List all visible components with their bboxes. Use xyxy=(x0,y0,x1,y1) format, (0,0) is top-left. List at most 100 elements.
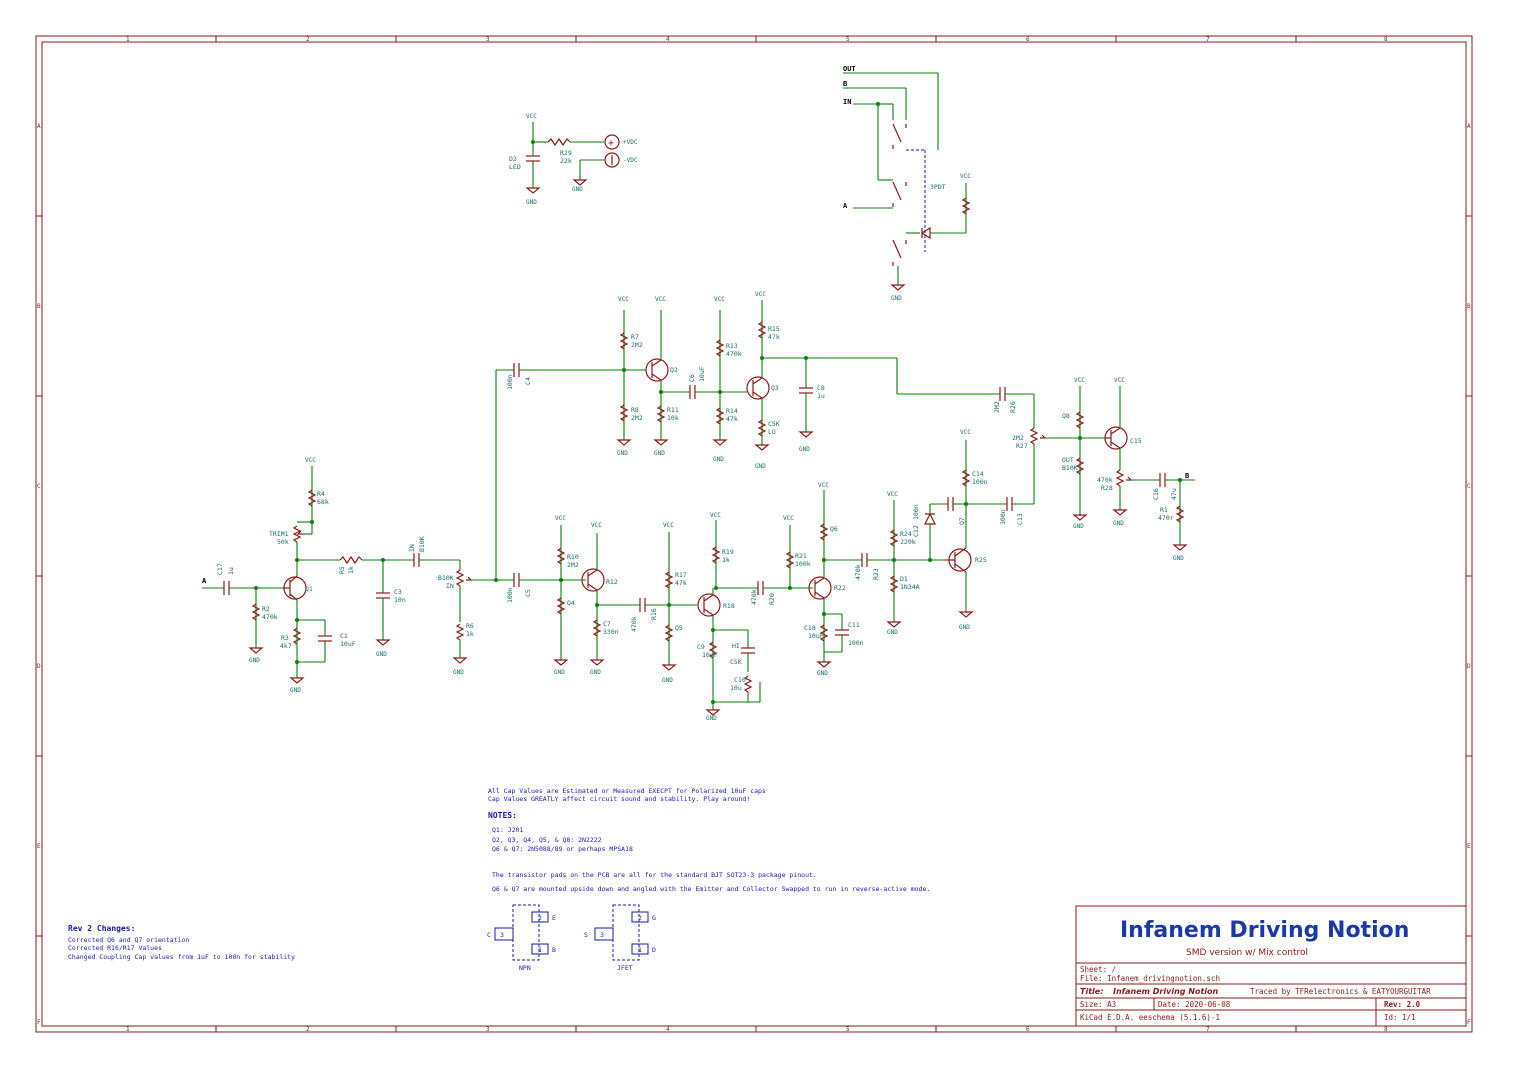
schematic-label: VCC xyxy=(305,457,316,464)
schematic-label: 10u xyxy=(730,684,742,692)
schematic-label: 5 xyxy=(846,36,850,43)
schematic-label: 7 xyxy=(1206,1026,1210,1033)
schematic-label: 470k xyxy=(1097,476,1113,484)
schematic-label: F xyxy=(37,1019,41,1026)
schematic-label: 100n xyxy=(972,478,988,486)
schematic-label: C5K xyxy=(768,420,780,428)
schematic-label: GND xyxy=(706,715,717,722)
schematic-label: C11 xyxy=(848,621,860,629)
schematic-label: 5 xyxy=(846,1026,850,1033)
schematic-label: C15 xyxy=(1130,437,1142,445)
schematic-label: 47k xyxy=(726,415,738,423)
schematic-label: Traced by TFRelectronics & EATYOURGUITAR xyxy=(1250,987,1431,996)
schematic-label: GND xyxy=(891,295,902,302)
schematic-label: E xyxy=(37,843,41,850)
schematic-label: 10uF xyxy=(808,632,824,640)
schematic-label: A xyxy=(37,123,41,130)
project-title: Infanem Driving Notion xyxy=(1120,918,1409,943)
schematic-label: 4 xyxy=(666,36,670,43)
schematic-label: E xyxy=(552,914,556,922)
schematic-label: R24 xyxy=(900,530,912,538)
schematic-label: D1 xyxy=(900,575,908,583)
schematic-label: GND xyxy=(1173,555,1184,562)
schematic-label: C10 xyxy=(734,676,746,684)
row-labels: A B C D E F A B C D E F xyxy=(37,123,1471,1026)
schematic-label: GND xyxy=(817,670,828,677)
schematic-label: Rev 2 Changes: xyxy=(68,924,135,933)
schematic-label: GND xyxy=(755,463,766,470)
schematic-label: 2M2 xyxy=(993,401,1001,413)
schematic-label: 3 xyxy=(486,36,490,43)
schematic-label: 3PDT xyxy=(930,183,946,191)
schematic-label: 1 xyxy=(638,946,642,954)
schematic-label: R25 xyxy=(975,556,987,564)
schematic-label: 1k xyxy=(347,566,355,574)
schematic-label: 7 xyxy=(1206,36,1210,43)
schematic-label: R18 xyxy=(723,602,735,610)
schematic-label: Q6 & Q7 are mounted upside down and angl… xyxy=(492,885,930,893)
schematic-label: Q3 xyxy=(771,384,779,392)
schematic-label: GND xyxy=(453,669,464,676)
schematic-label: 1 xyxy=(538,946,542,954)
schematic-label: GND xyxy=(526,199,537,206)
schematic-label: VCC xyxy=(618,296,629,303)
schematic-label: VCC xyxy=(1074,377,1085,384)
schematic-label: C1 xyxy=(340,632,348,640)
schematic-label: All Cap Values are Estimated or Measured… xyxy=(488,787,766,795)
schematic-label: F xyxy=(1467,1019,1471,1026)
schematic-label: E xyxy=(1467,843,1471,850)
schematic-label: Corrected R16/R17 Values xyxy=(68,944,162,952)
column-labels: 1 2 3 4 5 6 7 8 1 2 3 4 5 6 7 8 xyxy=(126,36,1388,1033)
schematic-label: VCC xyxy=(526,113,537,120)
schematic-label: R4 xyxy=(317,490,325,498)
schematic-label: B xyxy=(37,303,41,310)
schematic-label: R27 xyxy=(1016,442,1028,450)
schematic-label: JFET xyxy=(617,964,633,972)
schematic-label: C xyxy=(487,931,491,939)
schematic-label: C12 xyxy=(912,525,920,537)
schematic-label: VCC xyxy=(714,296,725,303)
schematic-label: Q6 & Q7: 2N5088/89 or perhaps MPSA18 xyxy=(492,845,633,853)
schematic-label: C xyxy=(1467,483,1471,490)
schematic-label: NOTES: xyxy=(488,811,517,820)
schematic-label: TRIM1 xyxy=(269,530,289,538)
schematic-label: VCC xyxy=(783,515,794,522)
input-stage: A C17 1u R2 470k GND Q1 R3 4k7 C1 10uF xyxy=(202,457,496,694)
schematic-label: R12 xyxy=(606,578,618,586)
schematic-label: B10K xyxy=(1062,464,1078,472)
schematic-label: Changed Coupling Cap values from 1uF to … xyxy=(68,953,295,961)
schematic-label: VCC xyxy=(663,522,674,529)
schematic-label: Q4 xyxy=(567,599,575,607)
schematic-label: D xyxy=(652,946,656,954)
rev2-changes: Rev 2 Changes: Corrected Q6 and Q7 orien… xyxy=(68,924,295,961)
schematic-label: 6 xyxy=(1026,36,1030,43)
schematic-label: GND xyxy=(617,450,628,457)
schematic-label: D xyxy=(1467,663,1471,670)
schematic-label: 470k xyxy=(262,613,278,621)
schematic-label: R22 xyxy=(834,584,846,592)
schematic-label: A xyxy=(843,202,848,210)
schematic-label: Q1 xyxy=(305,585,313,593)
schematic-label: Date: 2020-06-08 xyxy=(1158,1000,1231,1009)
schematic-label: 1u xyxy=(227,567,235,575)
schematic-label: 4 xyxy=(666,1026,670,1033)
npn-pinout: 3 2 1 C E B NPN xyxy=(487,904,556,972)
schematic-label: R10 xyxy=(567,553,579,561)
schematic-label: B10K xyxy=(438,574,454,582)
schematic-label: GND xyxy=(887,629,898,636)
schematic-label: HI xyxy=(732,642,740,650)
schematic-label: VCC xyxy=(655,296,666,303)
schematic-label: 68k xyxy=(317,498,329,506)
schematic-label: 4k7 xyxy=(280,642,292,650)
schematic-label: GND xyxy=(572,186,583,193)
schematic-label: 2M2 xyxy=(631,414,643,422)
schematic-label: 100n xyxy=(506,374,514,390)
schematic-label: 470k xyxy=(726,350,742,358)
footswitch-section: OUT B IN A GND 3PDT xyxy=(843,65,971,302)
schematic-label: R14 xyxy=(726,407,738,415)
schematic-label: 50k xyxy=(277,538,289,546)
schematic-label: R26 xyxy=(1009,401,1017,413)
schematic-label: GND xyxy=(713,456,724,463)
schematic-label: B10K xyxy=(418,536,426,552)
schematic-label: LED xyxy=(509,163,521,171)
